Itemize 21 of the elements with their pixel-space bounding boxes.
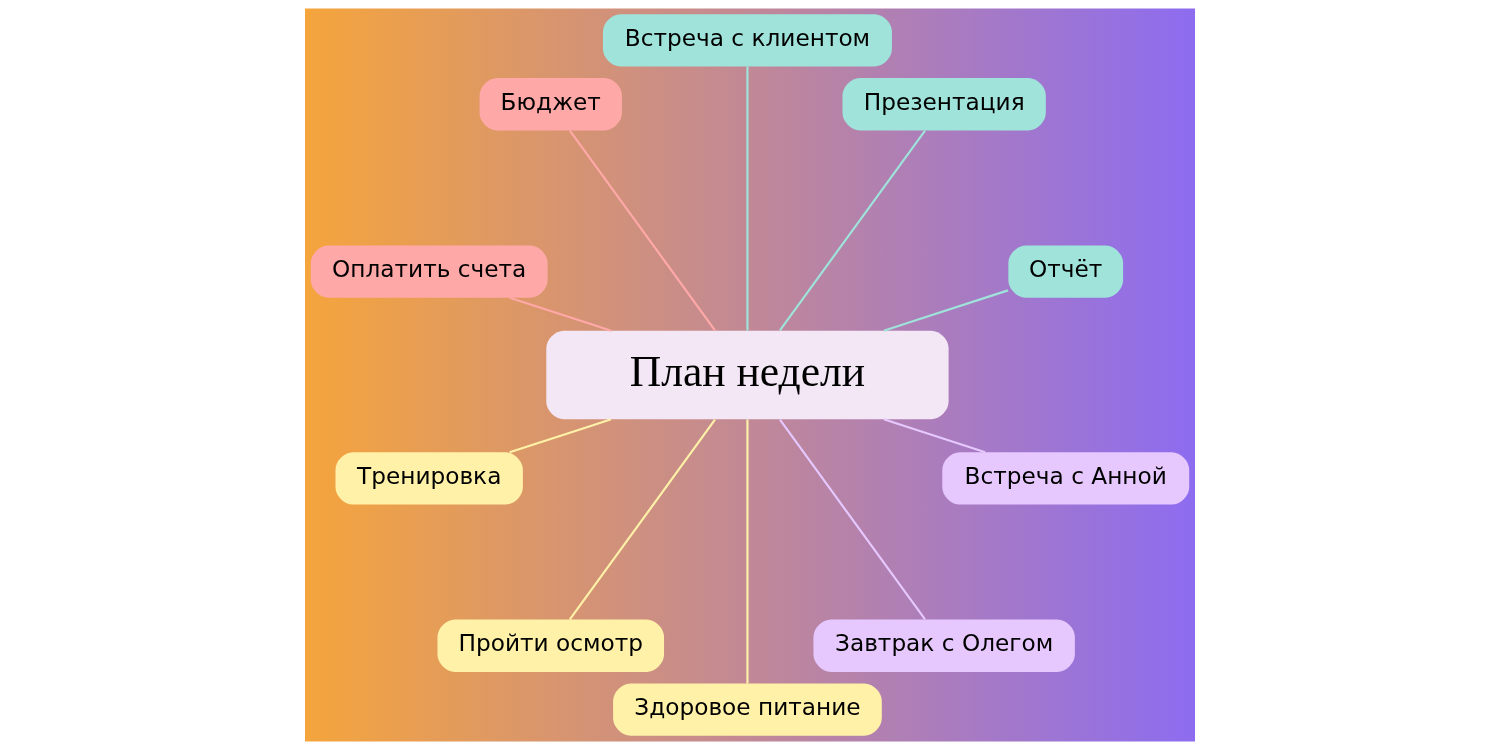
- node-box: Отчёт: [1008, 245, 1124, 298]
- node-box: План недели: [546, 330, 949, 420]
- node-box: Презентация: [842, 78, 1046, 131]
- node-box: Тренировка: [335, 452, 523, 505]
- node-box: Завтрак с Олегом: [813, 619, 1075, 672]
- connector: [746, 419, 749, 684]
- node-box: Встреча с Анной: [942, 452, 1190, 505]
- connector: [779, 419, 926, 621]
- connector: [509, 296, 612, 332]
- connector: [568, 419, 716, 621]
- connector: [883, 418, 986, 454]
- node-box: Оплатить счета: [310, 245, 548, 298]
- node-box: Встреча с клиентом: [602, 14, 892, 67]
- connector: [568, 129, 716, 331]
- node-box: Пройти осмотр: [437, 619, 665, 672]
- connector: [779, 129, 926, 331]
- node-box: Бюджет: [479, 78, 622, 131]
- connector: [883, 289, 1009, 332]
- node-box: Здоровое питание: [613, 683, 882, 736]
- connector: [746, 66, 749, 331]
- connector: [509, 418, 612, 454]
